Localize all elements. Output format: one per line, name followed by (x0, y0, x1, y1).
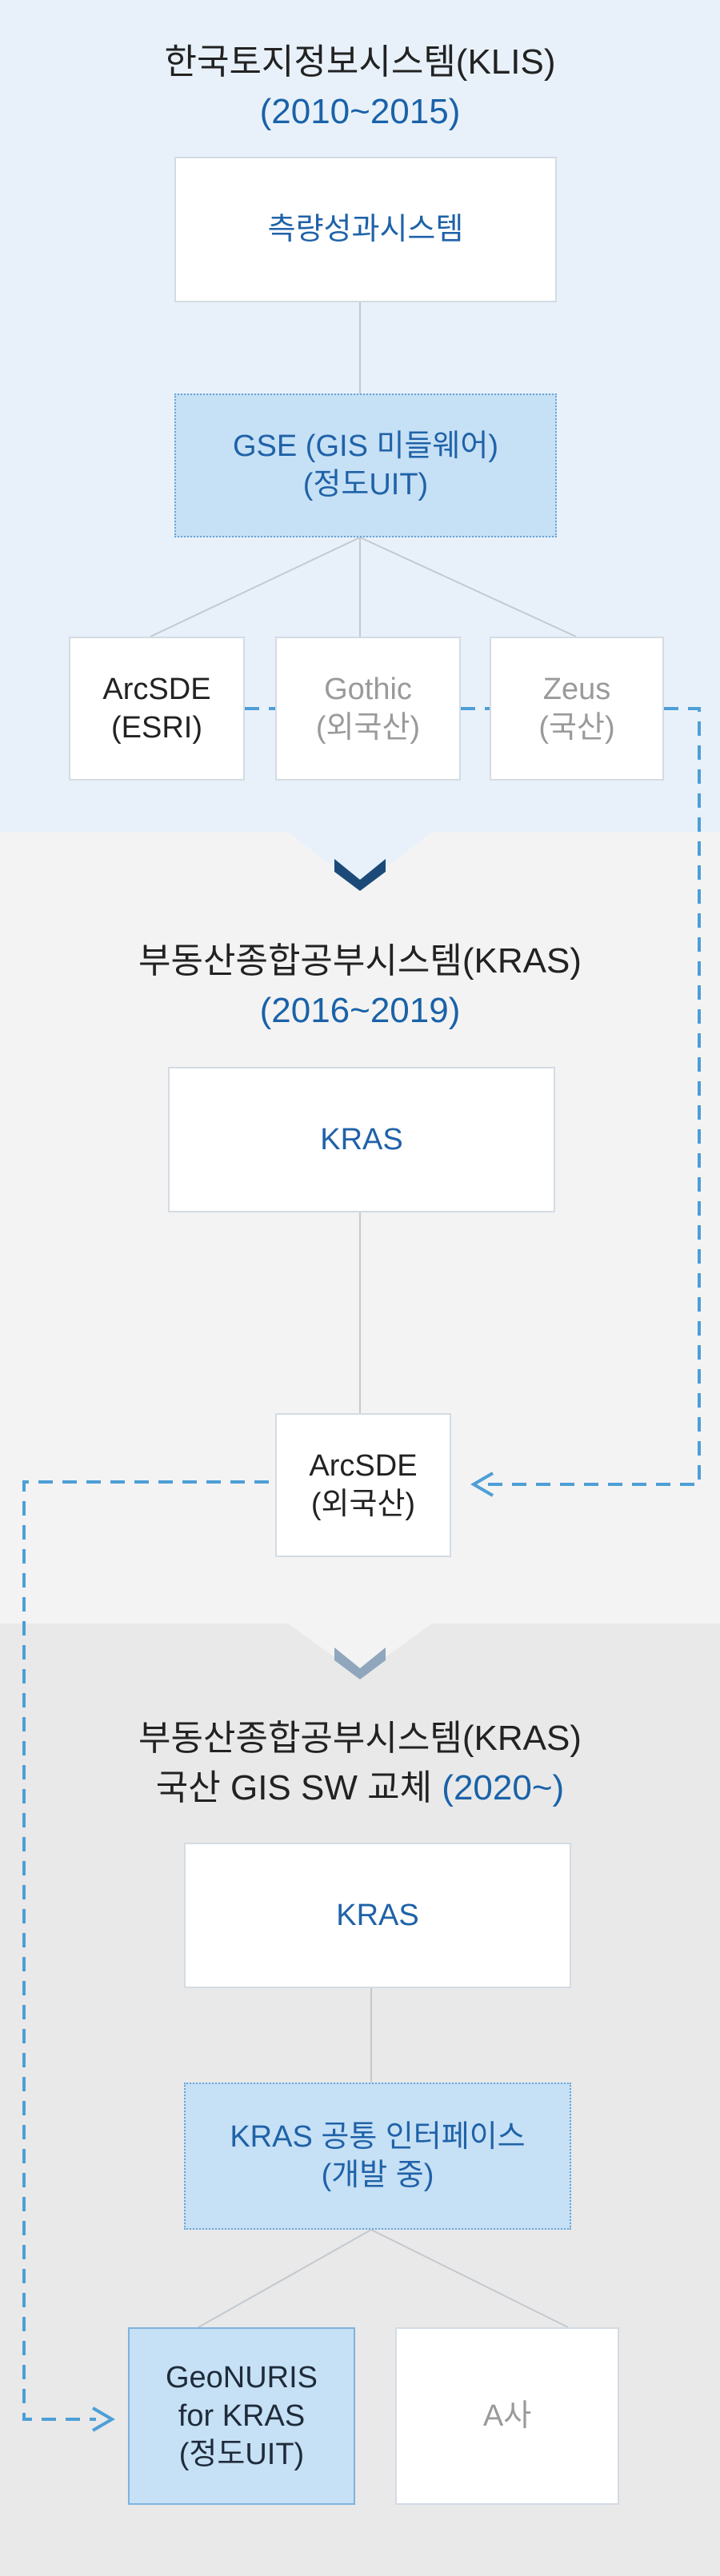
box-survey-system: 측량성과시스템 (174, 157, 557, 302)
box-label-line2: (외국산) (310, 1488, 416, 1521)
box-label-line1: GeoNURIS (165, 2361, 318, 2394)
section2-period: (2016~2019) (259, 991, 461, 1030)
box-label-line2: (국산) (538, 711, 615, 745)
dash-arcsde-to-geonuris (22, 1480, 269, 2421)
section2-title: 부동산종합공부시스템(KRAS) (138, 941, 582, 980)
box-label: KRAS (336, 1899, 419, 1932)
line-gse-arcsde (150, 537, 361, 637)
box-label-line1: KRAS 공통 인터페이스 (230, 2120, 526, 2154)
dash-zeus-to-arcsde (483, 707, 701, 1486)
box-label-line2: (외국산) (315, 711, 421, 745)
box-label-line2: (ESRI) (111, 711, 202, 745)
section3-subtitle: 국산 GIS SW 교체 (2020~) (0, 1764, 720, 1812)
section3-subtitle-text: 국산 GIS SW 교체 (155, 1768, 442, 1807)
box-label-line3: (정도UIT) (178, 2438, 305, 2471)
section1-title: 한국토지정보시스템(KLIS) (164, 42, 556, 82)
section3-title: 부동산종합공부시스템(KRAS) (138, 1719, 582, 1758)
box-kras-common-interface: KRAS 공통 인터페이스 (개발 중) (184, 2083, 571, 2230)
box-label-line1: Gothic (324, 673, 412, 706)
box-zeus: Zeus (국산) (490, 637, 664, 781)
section3-period: (2020~) (442, 1768, 565, 1807)
box-label-line2: for KRAS (178, 2399, 306, 2433)
chevron-notch-1 (288, 832, 432, 888)
chevron-notch-2 (288, 1623, 432, 1675)
box-label: 측량성과시스템 (267, 213, 464, 246)
section1-period: (2010~2015) (259, 92, 461, 131)
box-arcsde-esri: ArcSDE (ESRI) (69, 637, 245, 781)
box-label-line2: (개발 중) (321, 2159, 434, 2192)
line-interface-geonuris (198, 2229, 372, 2328)
line-gse-zeus (359, 537, 577, 637)
line-interface-asa (370, 2229, 569, 2328)
box-label-line1: GSE (GIS 미들웨어) (233, 429, 498, 463)
box-kras-2020: KRAS (184, 1843, 571, 1988)
box-label: KRAS (320, 1123, 403, 1156)
box-gse-middleware: GSE (GIS 미들웨어) (정도UIT) (174, 393, 557, 537)
arrow-head-icon (470, 1472, 494, 1497)
box-label-line1: Zeus (542, 673, 611, 706)
box-label-line1: ArcSDE (102, 673, 211, 706)
box-label-line1: ArcSDE (309, 1449, 418, 1483)
chevron-down-icon (334, 859, 386, 891)
box-gothic: Gothic (외국산) (275, 637, 461, 781)
arrow-head-icon (91, 2406, 115, 2432)
box-kras: KRAS (168, 1067, 555, 1212)
box-a-company: A사 (395, 2327, 619, 2505)
box-geonuris: GeoNURIS for KRAS (정도UIT) (128, 2327, 355, 2505)
box-label-line2: (정도UIT) (302, 468, 429, 501)
chevron-down-icon (334, 1647, 386, 1679)
box-label: A사 (482, 2399, 532, 2433)
box-arcsde-foreign: ArcSDE (외국산) (275, 1413, 451, 1557)
